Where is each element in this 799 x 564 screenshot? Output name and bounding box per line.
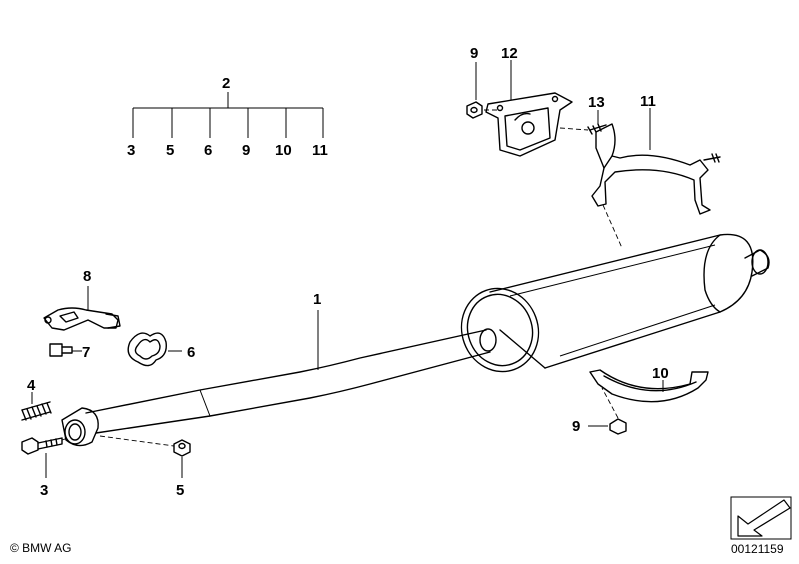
callout-9-top: 9 [470,45,478,62]
callout-9-bottom: 9 [572,418,580,435]
hanger-bracket [43,307,121,331]
callout-12: 12 [501,45,518,62]
arrow-icon [730,496,792,540]
rubber-mount [485,92,573,157]
callout-6: 6 [187,344,195,361]
callout-tree-6: 6 [204,142,212,159]
nut [609,418,627,435]
callout-8: 8 [83,268,91,285]
callout-3: 3 [40,482,48,499]
callout-tree-5: 5 [166,142,174,159]
callout-11: 11 [640,93,656,110]
strap-bracket [591,123,721,215]
nut [466,101,483,119]
callout-tree [132,92,324,138]
callout-tree-11: 11 [312,142,328,159]
callout-10: 10 [652,365,669,382]
diagram-number: 00121159 [731,542,784,556]
lower-strap [589,369,709,403]
nut [173,439,191,457]
callout-2: 2 [222,75,230,92]
bolt [49,343,73,357]
exhaust-pipe [61,329,491,447]
callout-tree-10: 10 [275,142,292,159]
callout-tree-9: 9 [242,142,250,159]
callout-7: 7 [82,344,90,361]
callout-tree-3: 3 [127,142,135,159]
copyright-text: © BMW AG [10,541,72,555]
rear-silencer [460,233,770,373]
callout-4: 4 [27,377,36,394]
bolt [21,437,63,455]
callout-13: 13 [588,94,605,111]
callout-1: 1 [313,291,321,308]
callout-5: 5 [176,482,184,499]
gasket [127,332,167,367]
spring [21,401,52,421]
